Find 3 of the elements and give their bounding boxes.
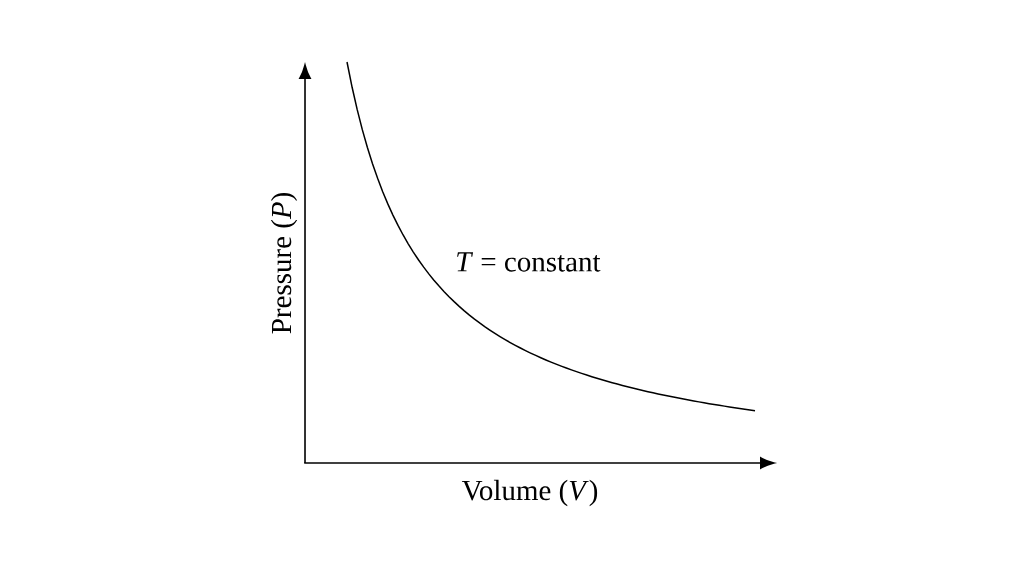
axis-label: Volume (V) [461, 479, 598, 507]
axis-label: Pressure (P) [270, 193, 298, 334]
curve-label: T = constant [457, 252, 601, 272]
